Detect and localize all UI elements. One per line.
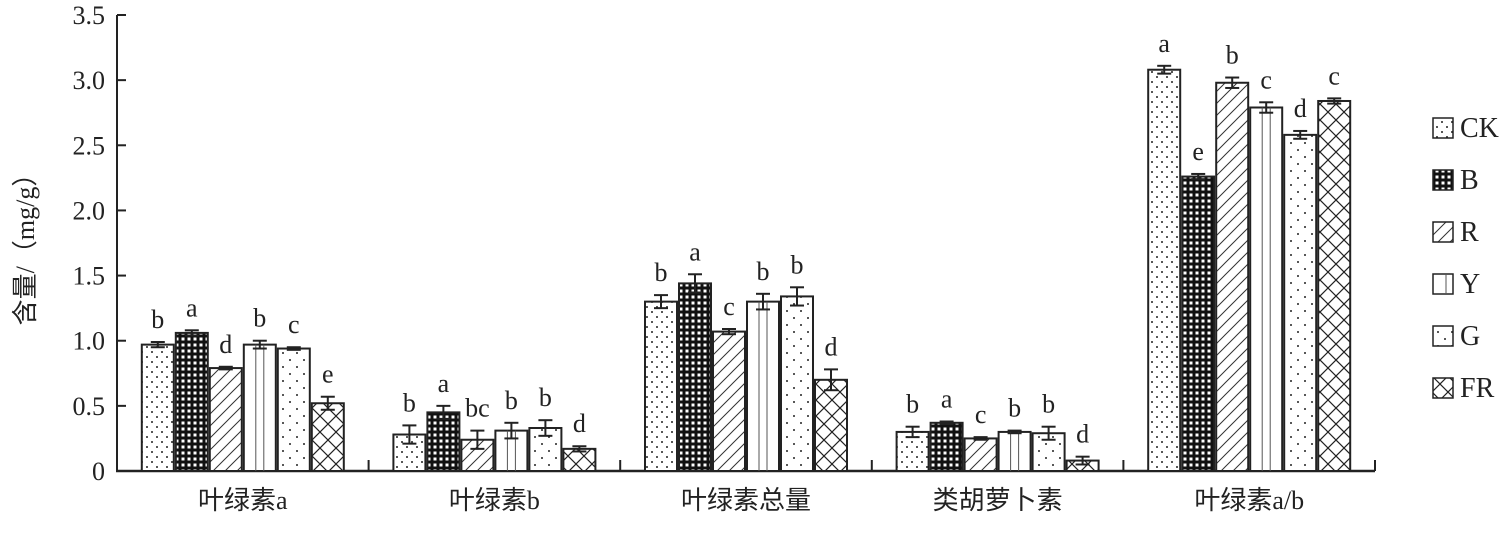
significance-letter: a [689, 237, 701, 266]
legend-item-fr: FR [1432, 373, 1495, 404]
legend-label: R [1460, 217, 1479, 248]
legend-item-ck: CK [1432, 113, 1499, 144]
significance-letter: c [1260, 65, 1272, 94]
bar-b [174, 331, 209, 473]
significance-letter: b [505, 386, 518, 415]
y-tick-label: 2.0 [73, 196, 106, 225]
y-tick-label: 0 [92, 457, 105, 486]
x-tick-label: 叶绿素a [198, 486, 288, 515]
significance-letter: d [1076, 420, 1089, 449]
legend-swatch [1432, 325, 1454, 347]
legend-label: FR [1460, 373, 1495, 404]
bar-b [1181, 175, 1216, 472]
y-tick-label: 1.5 [73, 262, 106, 291]
significance-letter: b [906, 390, 919, 419]
x-tick-label: 叶绿素b [449, 486, 540, 515]
bar-ck [895, 430, 930, 472]
legend-label: CK [1460, 113, 1499, 144]
legend-item-y: Y [1432, 269, 1480, 300]
bar-r [1215, 81, 1250, 473]
legend-label: B [1460, 165, 1479, 196]
bar-r [712, 330, 746, 473]
significance-letter: a [941, 384, 953, 413]
bar-b [678, 282, 712, 473]
significance-letter: b [539, 383, 552, 412]
x-tick-label: 类胡萝卜素 [933, 486, 1063, 515]
x-tick-label: 叶绿素总量 [681, 486, 811, 515]
significance-letter: a [1158, 29, 1170, 58]
significance-letter: b [757, 257, 770, 286]
bar-y [1249, 106, 1284, 472]
bar-fr [814, 378, 848, 472]
significance-letter: b [791, 250, 804, 279]
significance-letter: d [825, 332, 838, 361]
significance-letter: d [219, 330, 232, 359]
bar-g [276, 347, 311, 473]
significance-letter: b [403, 388, 416, 417]
significance-letter: d [1294, 94, 1307, 123]
significance-letter: e [322, 360, 334, 389]
significance-letter: c [288, 310, 300, 339]
significance-letter: b [1008, 394, 1021, 423]
legend-item-r: R [1432, 217, 1479, 248]
significance-letter: c [975, 400, 987, 429]
significance-letter: e [1192, 137, 1204, 166]
bar-fr [310, 402, 345, 473]
bar-fr [1317, 99, 1352, 472]
bar-y [746, 300, 780, 472]
legend-item-g: G [1432, 321, 1480, 352]
bar-g [1283, 133, 1318, 472]
bar-ck [1147, 68, 1182, 472]
significance-letter: d [573, 409, 586, 438]
significance-letter: a [186, 293, 198, 322]
legend-swatch [1432, 377, 1454, 399]
significance-letter: b [1042, 390, 1055, 419]
significance-letter: c [723, 292, 735, 321]
legend-swatch [1432, 117, 1454, 139]
significance-letter: bc [465, 394, 490, 423]
bar-y [242, 343, 277, 473]
legend-swatch [1432, 273, 1454, 295]
significance-letter: b [253, 304, 266, 333]
x-tick-label: 叶绿素a/b [1194, 486, 1304, 515]
bar-g [780, 295, 814, 472]
significance-letter: c [1328, 61, 1340, 90]
significance-letter: b [151, 305, 164, 334]
significance-letter: b [655, 258, 668, 287]
y-tick-label: 0.5 [73, 392, 106, 421]
significance-letter: b [1226, 41, 1239, 70]
y-tick-label: 3.0 [73, 66, 106, 95]
y-axis-label: 含量/（mg/g） [11, 161, 40, 326]
legend-label: Y [1460, 269, 1480, 300]
bar-r [208, 367, 243, 472]
bar-y [997, 430, 1032, 472]
bar-ck [140, 343, 175, 473]
y-tick-label: 1.0 [73, 327, 106, 356]
legend-swatch [1432, 221, 1454, 243]
bar-b [426, 411, 461, 472]
significance-letter: a [438, 369, 450, 398]
y-tick-label: 2.5 [73, 131, 106, 160]
legend-swatch [1432, 169, 1454, 191]
legend-item-b: B [1432, 165, 1479, 196]
y-tick-label: 3.5 [73, 1, 106, 30]
bar-ck [644, 300, 678, 472]
bar-r [963, 437, 998, 472]
legend-label: G [1460, 321, 1480, 352]
bar-b [929, 421, 964, 472]
